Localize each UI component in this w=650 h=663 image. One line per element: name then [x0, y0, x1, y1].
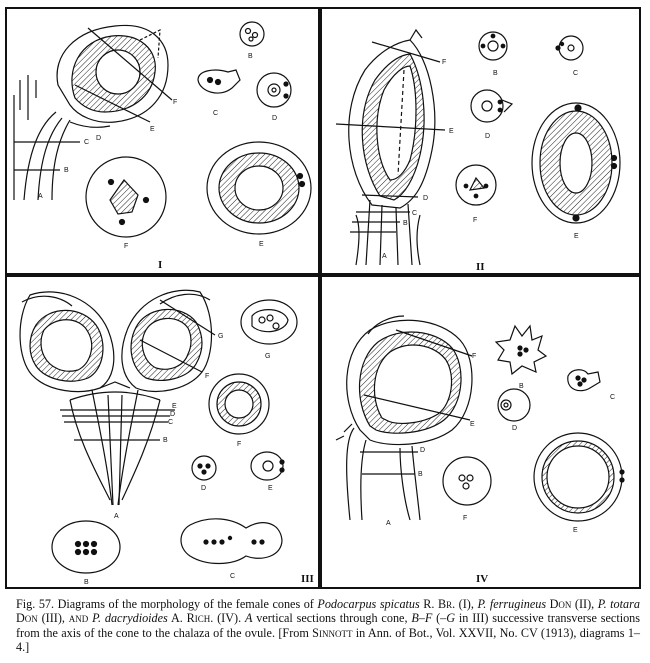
panel-2-drawings: [335, 28, 621, 266]
svg-text:A: A: [38, 193, 43, 200]
caption-text: Diagrams of the morphology of the female…: [54, 597, 318, 611]
caption-text: in Ann. of Bot., Vol. XXVII, No. CV (191…: [16, 625, 641, 655]
svg-text:G: G: [218, 333, 223, 340]
svg-text:E: E: [172, 403, 177, 410]
svg-text:E: E: [574, 233, 579, 240]
panel-2-labels: F E D C B A B C D F E II: [382, 59, 579, 273]
author-name: R. Br. (I),: [419, 597, 478, 611]
svg-text:E: E: [268, 485, 273, 492]
author-name: A. Rich. (IV).: [167, 611, 245, 626]
svg-text:B: B: [64, 167, 69, 174]
panel-frame-4: [320, 275, 641, 589]
panel-1-labels: A B C D E F B C D F E I: [38, 53, 277, 271]
svg-text:C: C: [213, 110, 218, 117]
svg-text:B: B: [403, 220, 408, 227]
panel-3-labels: G F E D C B A G F D E B C III: [84, 333, 314, 586]
svg-text:C: C: [168, 419, 173, 426]
svg-text:F: F: [173, 99, 177, 106]
svg-text:D: D: [96, 135, 101, 142]
label-bf: B–F: [411, 611, 433, 626]
svg-text:C: C: [412, 210, 417, 217]
panel-1-numeral: I: [158, 259, 162, 271]
figure-label: Fig. 57.: [16, 597, 55, 611]
svg-text:E: E: [573, 527, 578, 534]
svg-text:G: G: [265, 353, 270, 360]
panel-frame-3: [5, 275, 320, 589]
svg-text:D: D: [201, 485, 206, 492]
svg-text:F: F: [124, 243, 128, 250]
svg-text:B: B: [248, 53, 253, 60]
panel-frame-1: [5, 7, 320, 275]
caption-text: (–: [432, 611, 447, 626]
svg-text:B: B: [84, 579, 89, 586]
svg-text:A: A: [382, 253, 387, 260]
panel-frame-2: [320, 7, 641, 275]
panel-4-drawings: [335, 315, 625, 522]
svg-text:B: B: [493, 70, 498, 77]
svg-text:D: D: [485, 133, 490, 140]
svg-text:C: C: [610, 394, 615, 401]
svg-text:E: E: [150, 126, 155, 133]
svg-text:E: E: [259, 241, 264, 248]
panel-3-drawings: [19, 289, 298, 574]
figure-caption: Fig. 57. Diagrams of the morphology of t…: [16, 597, 640, 655]
author-name: Don (II),: [546, 597, 598, 611]
author-name: Don (III), and: [16, 611, 93, 626]
svg-text:F: F: [205, 373, 209, 380]
svg-text:A: A: [386, 520, 391, 527]
svg-text:D: D: [272, 115, 277, 122]
svg-text:C: C: [573, 70, 578, 77]
svg-text:B: B: [163, 437, 168, 444]
svg-text:F: F: [463, 515, 467, 522]
source-author: Sinnott: [312, 625, 353, 640]
caption-text: in III) successive transverse sections f…: [16, 611, 641, 640]
svg-text:E: E: [470, 421, 475, 428]
svg-text:A: A: [114, 513, 119, 520]
svg-text:F: F: [473, 217, 477, 224]
figure-plates: A B C D E F B C D F E I: [5, 7, 641, 589]
svg-text:D: D: [420, 447, 425, 454]
panel-2-numeral: II: [476, 261, 485, 273]
caption-text: vertical sections through cone,: [252, 611, 412, 626]
species-name: Podocarpus spicatus: [317, 597, 420, 611]
svg-text:D: D: [423, 195, 428, 202]
species-name: P. totara: [597, 597, 640, 611]
label-a: A: [244, 611, 253, 626]
panel-4-numeral: IV: [476, 573, 488, 585]
svg-text:F: F: [442, 59, 446, 66]
panel-4-labels: F E D B A B C D F E IV: [386, 353, 615, 585]
species-name: P. dacrydioides: [92, 611, 168, 626]
svg-text:B: B: [418, 471, 423, 478]
svg-text:B: B: [519, 383, 524, 390]
svg-text:F: F: [237, 441, 241, 448]
svg-text:F: F: [472, 353, 476, 360]
svg-text:E: E: [449, 128, 454, 135]
svg-text:D: D: [170, 411, 175, 418]
svg-text:C: C: [230, 573, 235, 580]
species-name: P. ferrugineus: [477, 597, 547, 611]
panel-1-drawings: [13, 21, 312, 238]
svg-text:C: C: [84, 139, 89, 146]
svg-text:D: D: [512, 425, 517, 432]
panel-3-numeral: III: [301, 573, 314, 585]
label-g: G: [446, 611, 456, 626]
